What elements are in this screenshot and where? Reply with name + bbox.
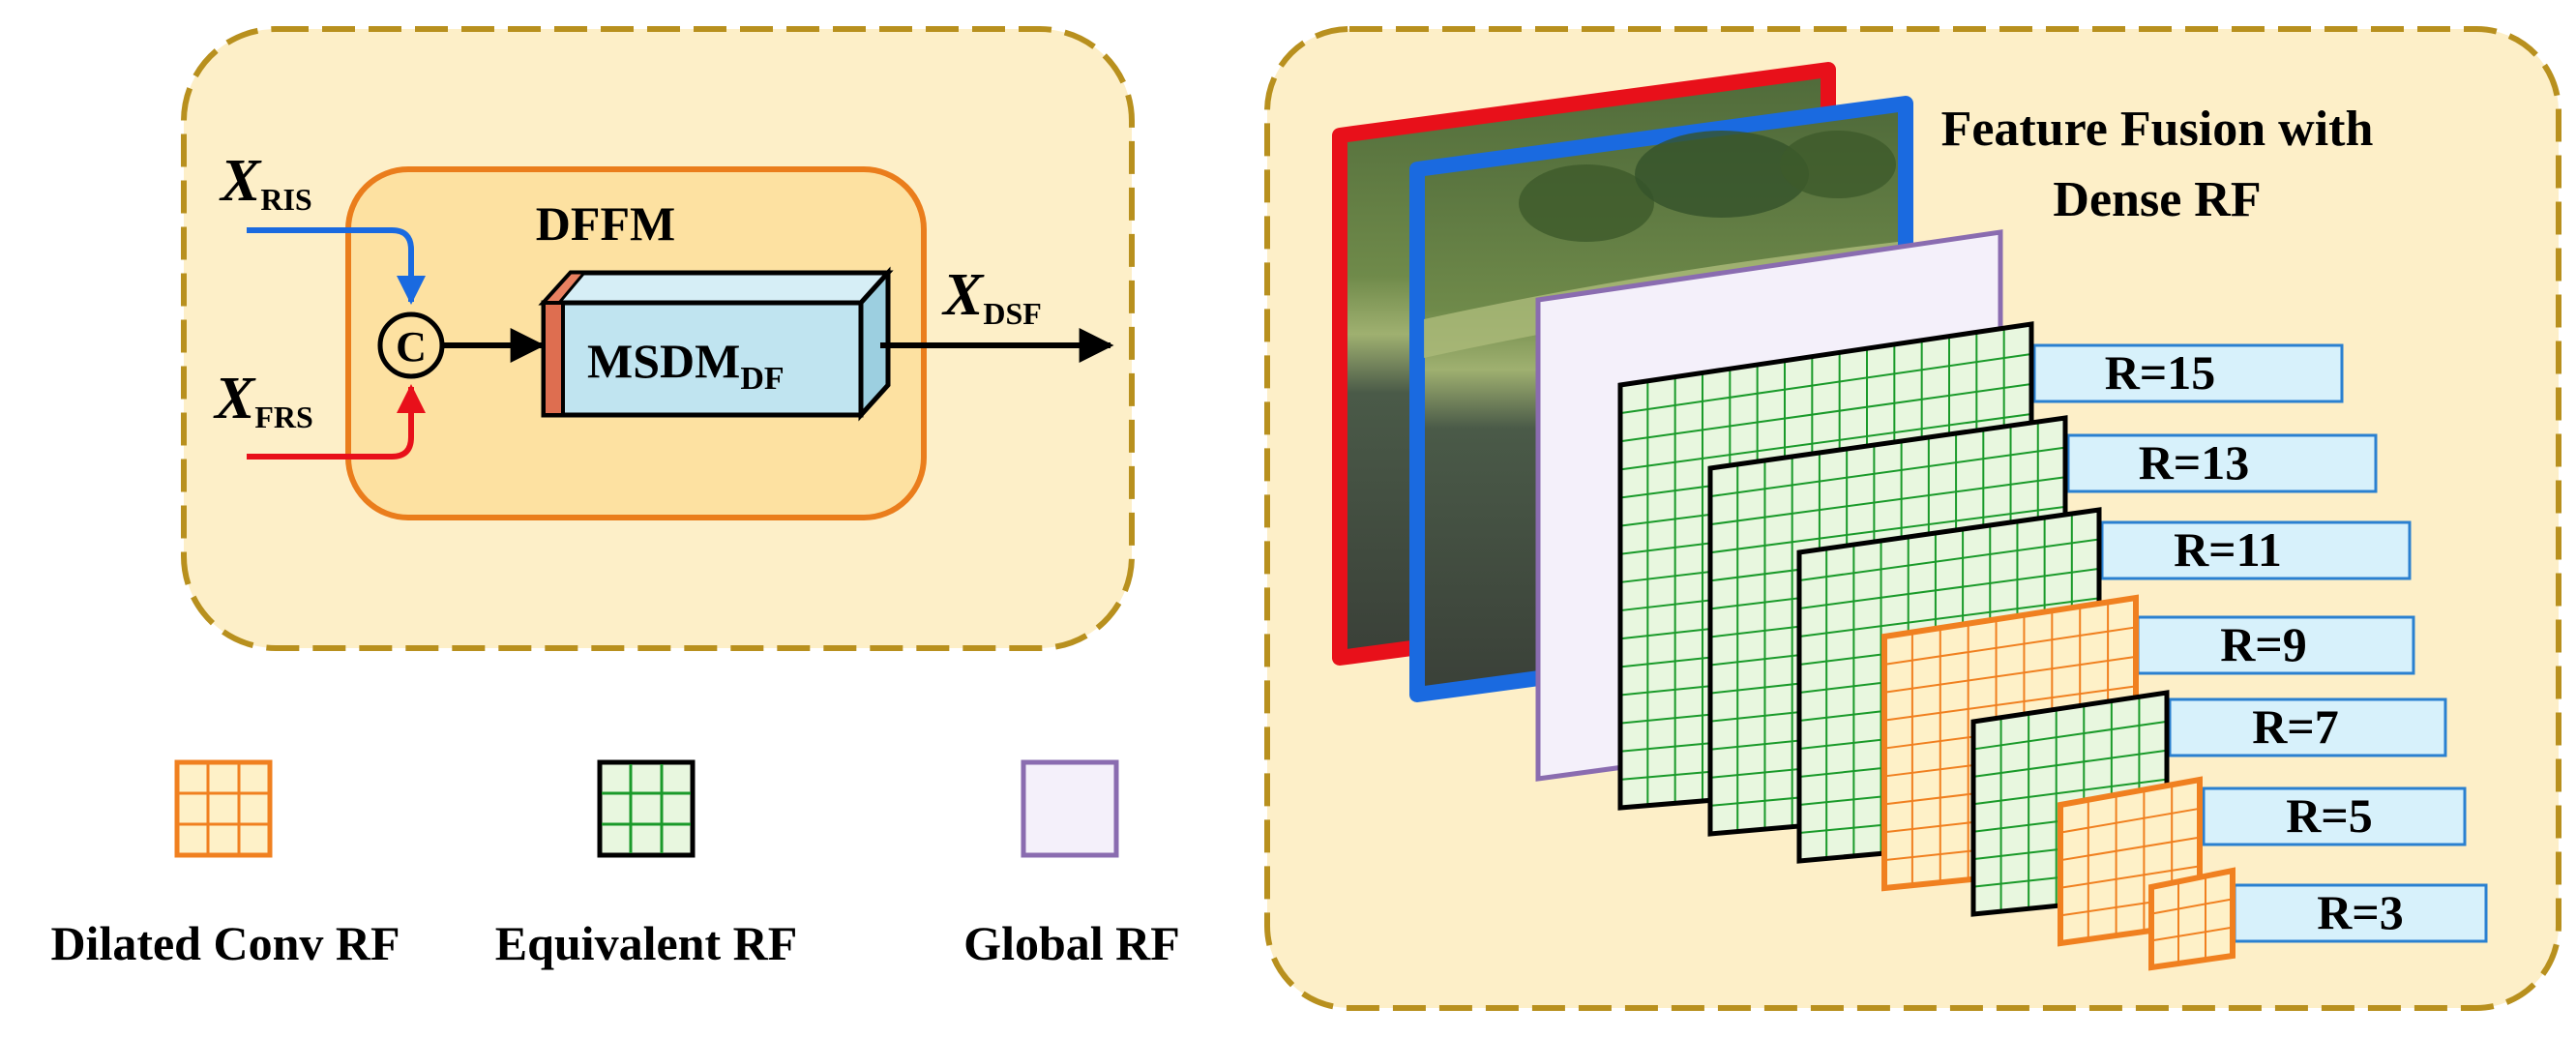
rf-label-text: R=7	[2252, 699, 2339, 754]
concat-node	[377, 311, 445, 379]
legend-equivalent-swatch	[597, 759, 696, 858]
rf-label-text: R=5	[2286, 788, 2373, 843]
dffm-title: DFFM	[536, 196, 675, 251]
ris-arrow	[247, 227, 426, 305]
input-frs-label: XFRS	[213, 366, 313, 434]
legend-global-label: Global RF	[963, 916, 1180, 970]
rf-label-box	[2168, 697, 2447, 757]
rf-label-box	[2066, 433, 2378, 493]
legend-equivalent-label: Equivalent RF	[495, 916, 798, 970]
msdm-label: MSDMDF	[587, 334, 785, 397]
legend-global-swatch	[1021, 759, 1119, 858]
rf-label-text: R=11	[2174, 522, 2282, 577]
output-dsf-label: XDSF	[941, 262, 1042, 331]
input-ris-label: XRIS	[219, 148, 312, 217]
rf-label-box	[2202, 786, 2467, 846]
rf-label-box	[2032, 343, 2344, 403]
fusion-title-line1: Feature Fusion with	[1941, 102, 2374, 157]
dilated-rf-grid	[2148, 867, 2235, 971]
fusion-title-line2: Dense RF	[2053, 172, 2261, 227]
rf-label-text: R=3	[2317, 885, 2404, 939]
rf-label-box	[2233, 883, 2488, 943]
concat-symbol: C	[396, 323, 427, 371]
legend-dilated-swatch	[174, 759, 273, 858]
rf-label-text: R=9	[2220, 617, 2307, 671]
msdm-module	[538, 266, 894, 422]
frs-arrow	[247, 384, 426, 460]
legend-dilated-label: Dilated Conv RF	[50, 916, 400, 970]
rf-label-text: R=15	[2105, 345, 2216, 400]
rf-label-box	[2100, 520, 2412, 580]
rf-label-box	[2136, 615, 2415, 675]
rf-label-text: R=13	[2139, 435, 2250, 489]
